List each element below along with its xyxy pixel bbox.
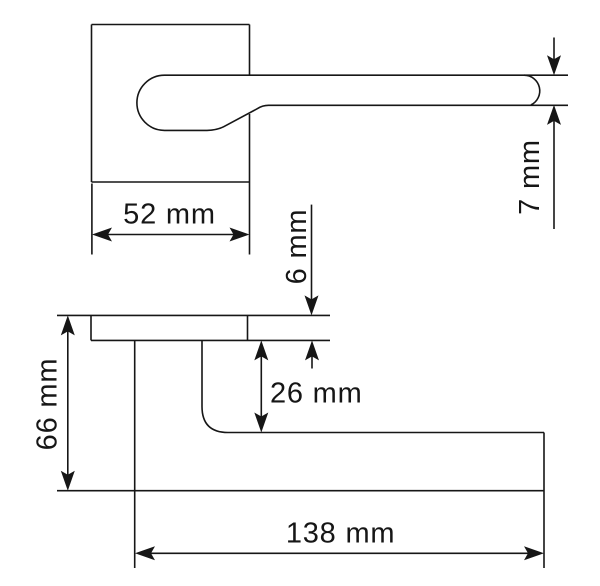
svg-text:6 mm: 6 mm <box>281 209 313 285</box>
svg-text:7 mm: 7 mm <box>514 139 546 215</box>
svg-text:138 mm: 138 mm <box>286 518 396 550</box>
svg-text:66 mm: 66 mm <box>31 358 63 451</box>
svg-text:26 mm: 26 mm <box>270 378 363 410</box>
svg-text:52 mm: 52 mm <box>123 199 216 231</box>
